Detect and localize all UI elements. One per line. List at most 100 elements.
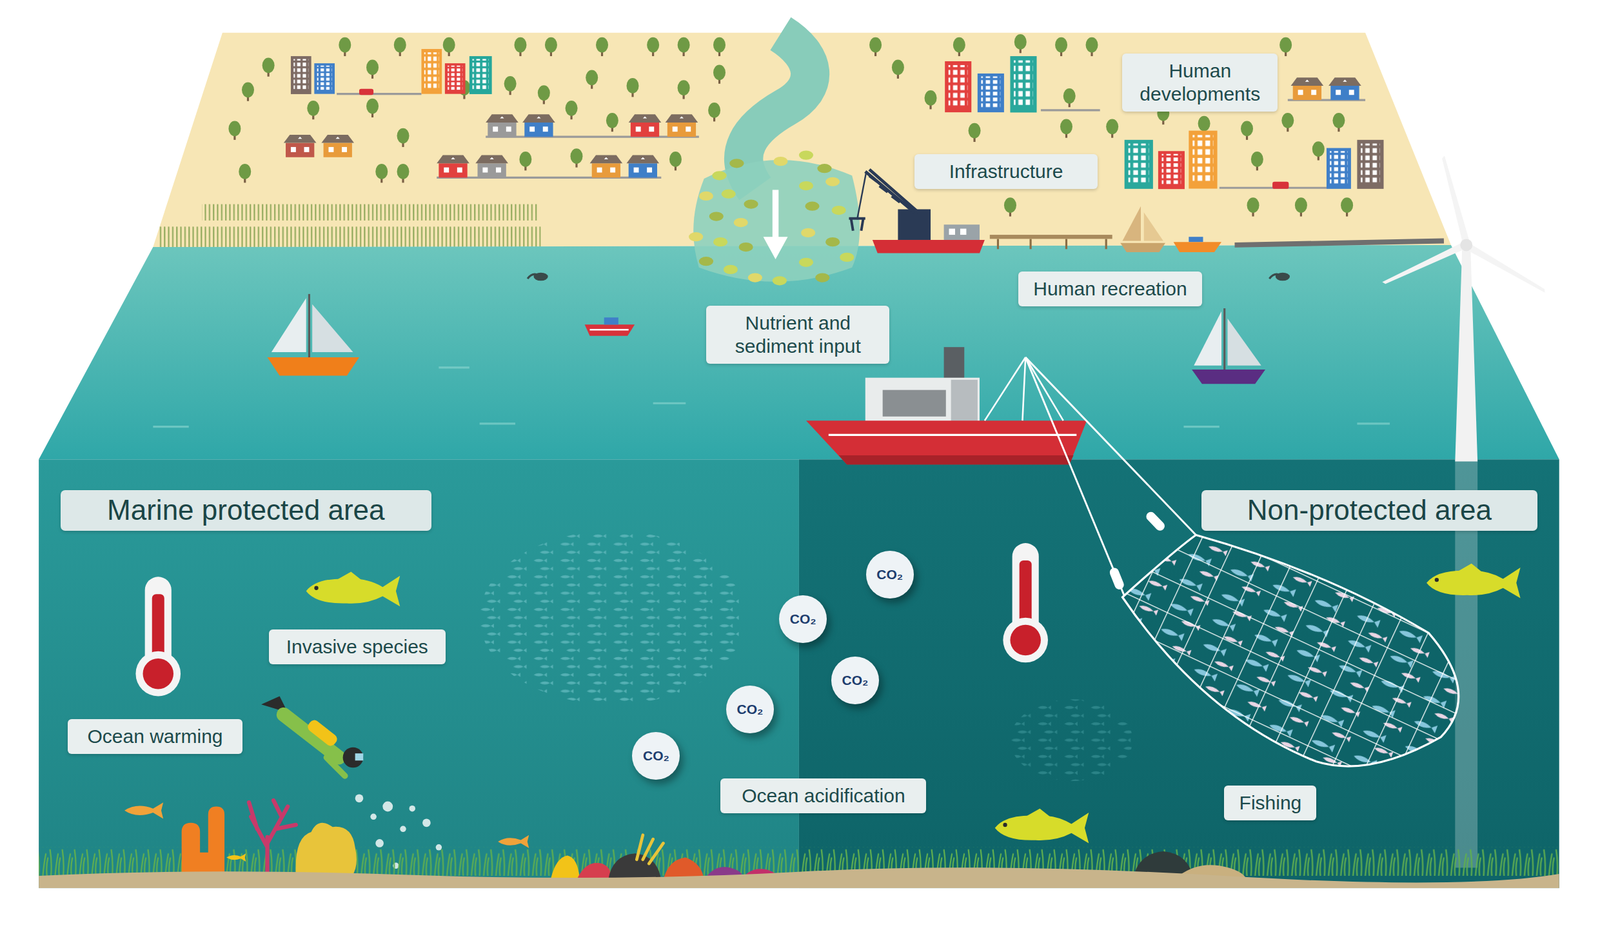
- building: [290, 56, 312, 95]
- tree: [1106, 118, 1119, 138]
- sailboat: [1191, 308, 1266, 384]
- fish-school: [1009, 699, 1133, 781]
- tree: [708, 102, 721, 122]
- bubble: [370, 813, 376, 820]
- swimmer-arm: [527, 274, 540, 279]
- label-box: Human recreation: [1018, 271, 1203, 307]
- tree: [519, 151, 532, 171]
- chimney: [944, 346, 965, 380]
- label-text: Fishing: [1235, 791, 1305, 815]
- label-text: CO₂: [642, 748, 670, 764]
- tree: [1251, 151, 1264, 171]
- tree: [1340, 197, 1354, 217]
- tree: [713, 65, 726, 84]
- unprotected-water: [799, 459, 1560, 889]
- cabin: [865, 377, 980, 424]
- house: [628, 114, 662, 137]
- tree: [338, 37, 351, 57]
- building: [421, 49, 442, 95]
- tree: [869, 37, 882, 57]
- tree: [565, 100, 578, 120]
- fish-school: [479, 530, 745, 705]
- input-arrowhead: [763, 236, 789, 260]
- nutrient: [772, 276, 787, 286]
- tree: [1063, 88, 1076, 108]
- cabin-rear: [951, 379, 978, 423]
- air-tank: [305, 717, 340, 748]
- label-text: CO₂: [737, 701, 764, 718]
- label-box: Nutrient and sediment input: [706, 305, 890, 364]
- nutrient: [713, 237, 728, 247]
- river-delta: [693, 159, 860, 282]
- house: [436, 155, 470, 178]
- sail: [271, 297, 307, 353]
- net-float: [1108, 566, 1126, 591]
- reeds: [158, 226, 541, 247]
- label-box: Human developments: [1122, 53, 1278, 112]
- tree: [241, 81, 255, 101]
- tree: [669, 151, 682, 171]
- nutrient: [799, 181, 814, 191]
- tree: [262, 57, 275, 77]
- boat-hull: [806, 420, 1087, 465]
- label-box: Ocean acidification: [720, 778, 927, 814]
- building: [1124, 139, 1154, 189]
- mask: [355, 753, 364, 761]
- hull: [267, 357, 360, 376]
- house: [321, 134, 355, 158]
- buildings: [290, 49, 1384, 189]
- window: [949, 228, 956, 235]
- coral: [636, 835, 663, 864]
- thermometer: [135, 576, 181, 696]
- mast: [1223, 308, 1226, 370]
- cabin-window: [882, 390, 947, 417]
- house: [626, 155, 660, 178]
- label-text: Nutrient and sediment input: [717, 311, 878, 358]
- building: [1158, 150, 1185, 189]
- label-text: Marine protected area: [77, 493, 415, 528]
- thermometer-bulb: [1002, 617, 1048, 663]
- label-box: Ocean warming: [67, 719, 243, 754]
- tree: [1060, 118, 1073, 138]
- road: [436, 176, 662, 179]
- coral: [577, 862, 611, 878]
- tree: [394, 37, 407, 57]
- tree: [891, 59, 905, 79]
- bubble: [422, 818, 431, 827]
- hull-band: [839, 455, 1074, 465]
- area-heading: Marine protected area: [60, 490, 432, 531]
- thermometer-mercury: [143, 658, 174, 689]
- input-arrow: [772, 189, 779, 241]
- nutrient: [748, 272, 763, 282]
- sail: [1227, 318, 1261, 366]
- building: [444, 63, 466, 94]
- house: [1328, 77, 1362, 100]
- nutrient: [699, 256, 714, 266]
- diver-body: [283, 714, 339, 758]
- gas-bubble: CO₂: [779, 595, 827, 643]
- gas-bubble: CO₂: [866, 550, 914, 599]
- hub: [1460, 238, 1473, 251]
- ripple: [438, 366, 469, 369]
- label-text: CO₂: [876, 566, 903, 583]
- net-bag: [1122, 534, 1459, 767]
- sail: [1193, 311, 1222, 366]
- window: [960, 228, 967, 235]
- caught-fish: [1122, 534, 1459, 767]
- ripple: [1183, 425, 1219, 428]
- label-text: Invasive species: [280, 635, 435, 659]
- building: [1009, 56, 1037, 113]
- rigging: [984, 357, 1064, 421]
- moored-speedboat: [1173, 236, 1222, 253]
- tree: [1240, 121, 1254, 140]
- tree: [306, 100, 320, 120]
- invasive-fish: [995, 808, 1090, 844]
- tree: [1247, 197, 1260, 217]
- sail: [1122, 206, 1141, 242]
- barge-hull: [872, 239, 985, 254]
- label-text: Human recreation: [1029, 277, 1191, 301]
- sail: [312, 304, 353, 353]
- tree: [953, 37, 966, 57]
- road: [485, 136, 700, 139]
- net-mesh: [1122, 534, 1459, 767]
